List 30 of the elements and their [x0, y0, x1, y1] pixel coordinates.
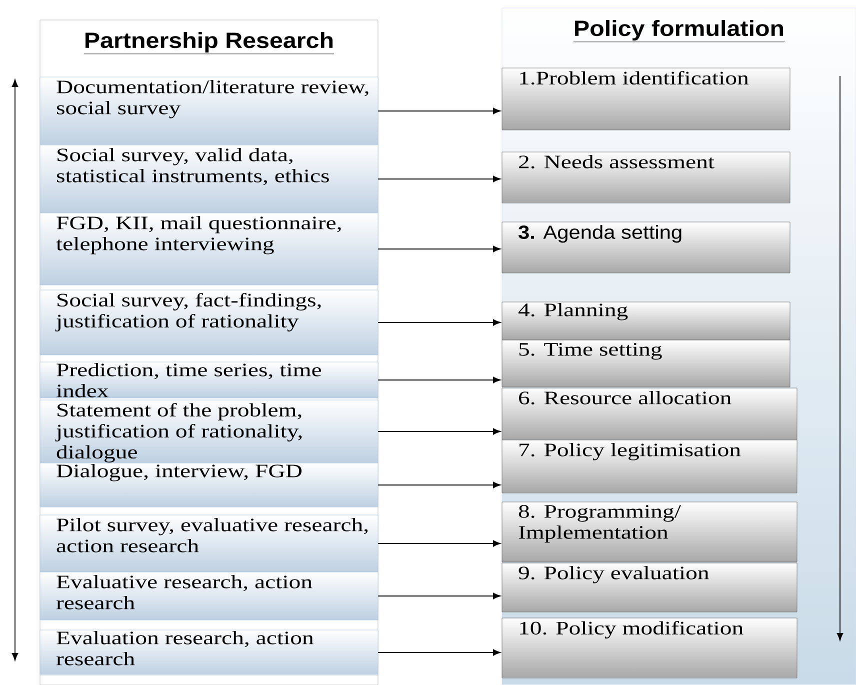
arrow: [378, 108, 501, 114]
research-row: Social survey, valid data, statistical instruments, ethics: [40, 144, 378, 214]
research-row: Pilot survey, evaluative research, action research: [40, 514, 378, 572]
stage-box: 10. Policy modification: [502, 618, 798, 678]
arrow: [378, 482, 501, 488]
stage-box: 4. Planning: [502, 302, 790, 340]
arrow: [378, 376, 501, 384]
arrow: [378, 592, 501, 600]
research-row: Statement of the problem, justification of rationality, dialogue: [40, 400, 378, 464]
stage-box: 7. Policy legitimisation: [502, 440, 798, 494]
research-row: Prediction, time series, time index: [40, 362, 378, 398]
research-row: Documentation/literature review, social survey: [40, 76, 378, 146]
research-row: FGD, KII, mail questionnaire, telephone interviewing: [40, 212, 378, 286]
research-row: Social survey, fact-findings, justification of rationality: [40, 290, 378, 356]
stage-box: 9. Policy evaluation: [502, 562, 798, 612]
stage-box: 5. Time setting: [502, 340, 790, 388]
stage-box: 2. Needs assessment: [502, 152, 790, 204]
arrow: [378, 428, 501, 435]
arrow: [378, 649, 501, 656]
research-row: Dialogue, interview, FGD: [40, 462, 378, 508]
arrow: [378, 176, 501, 182]
research-row: Evaluative research, action research: [40, 572, 378, 620]
arrow: [378, 540, 501, 547]
arrow: [378, 246, 501, 252]
arrow: [378, 319, 501, 326]
stage-box: 1.Problem identification: [502, 68, 790, 130]
stage-box: 3. Agenda setting: [502, 222, 790, 274]
research-row: Evaluation research, action research: [40, 630, 378, 676]
stage-box: 6. Resource allocation: [502, 388, 798, 440]
stage-box: 8. Programming/ Implementation: [502, 502, 798, 562]
